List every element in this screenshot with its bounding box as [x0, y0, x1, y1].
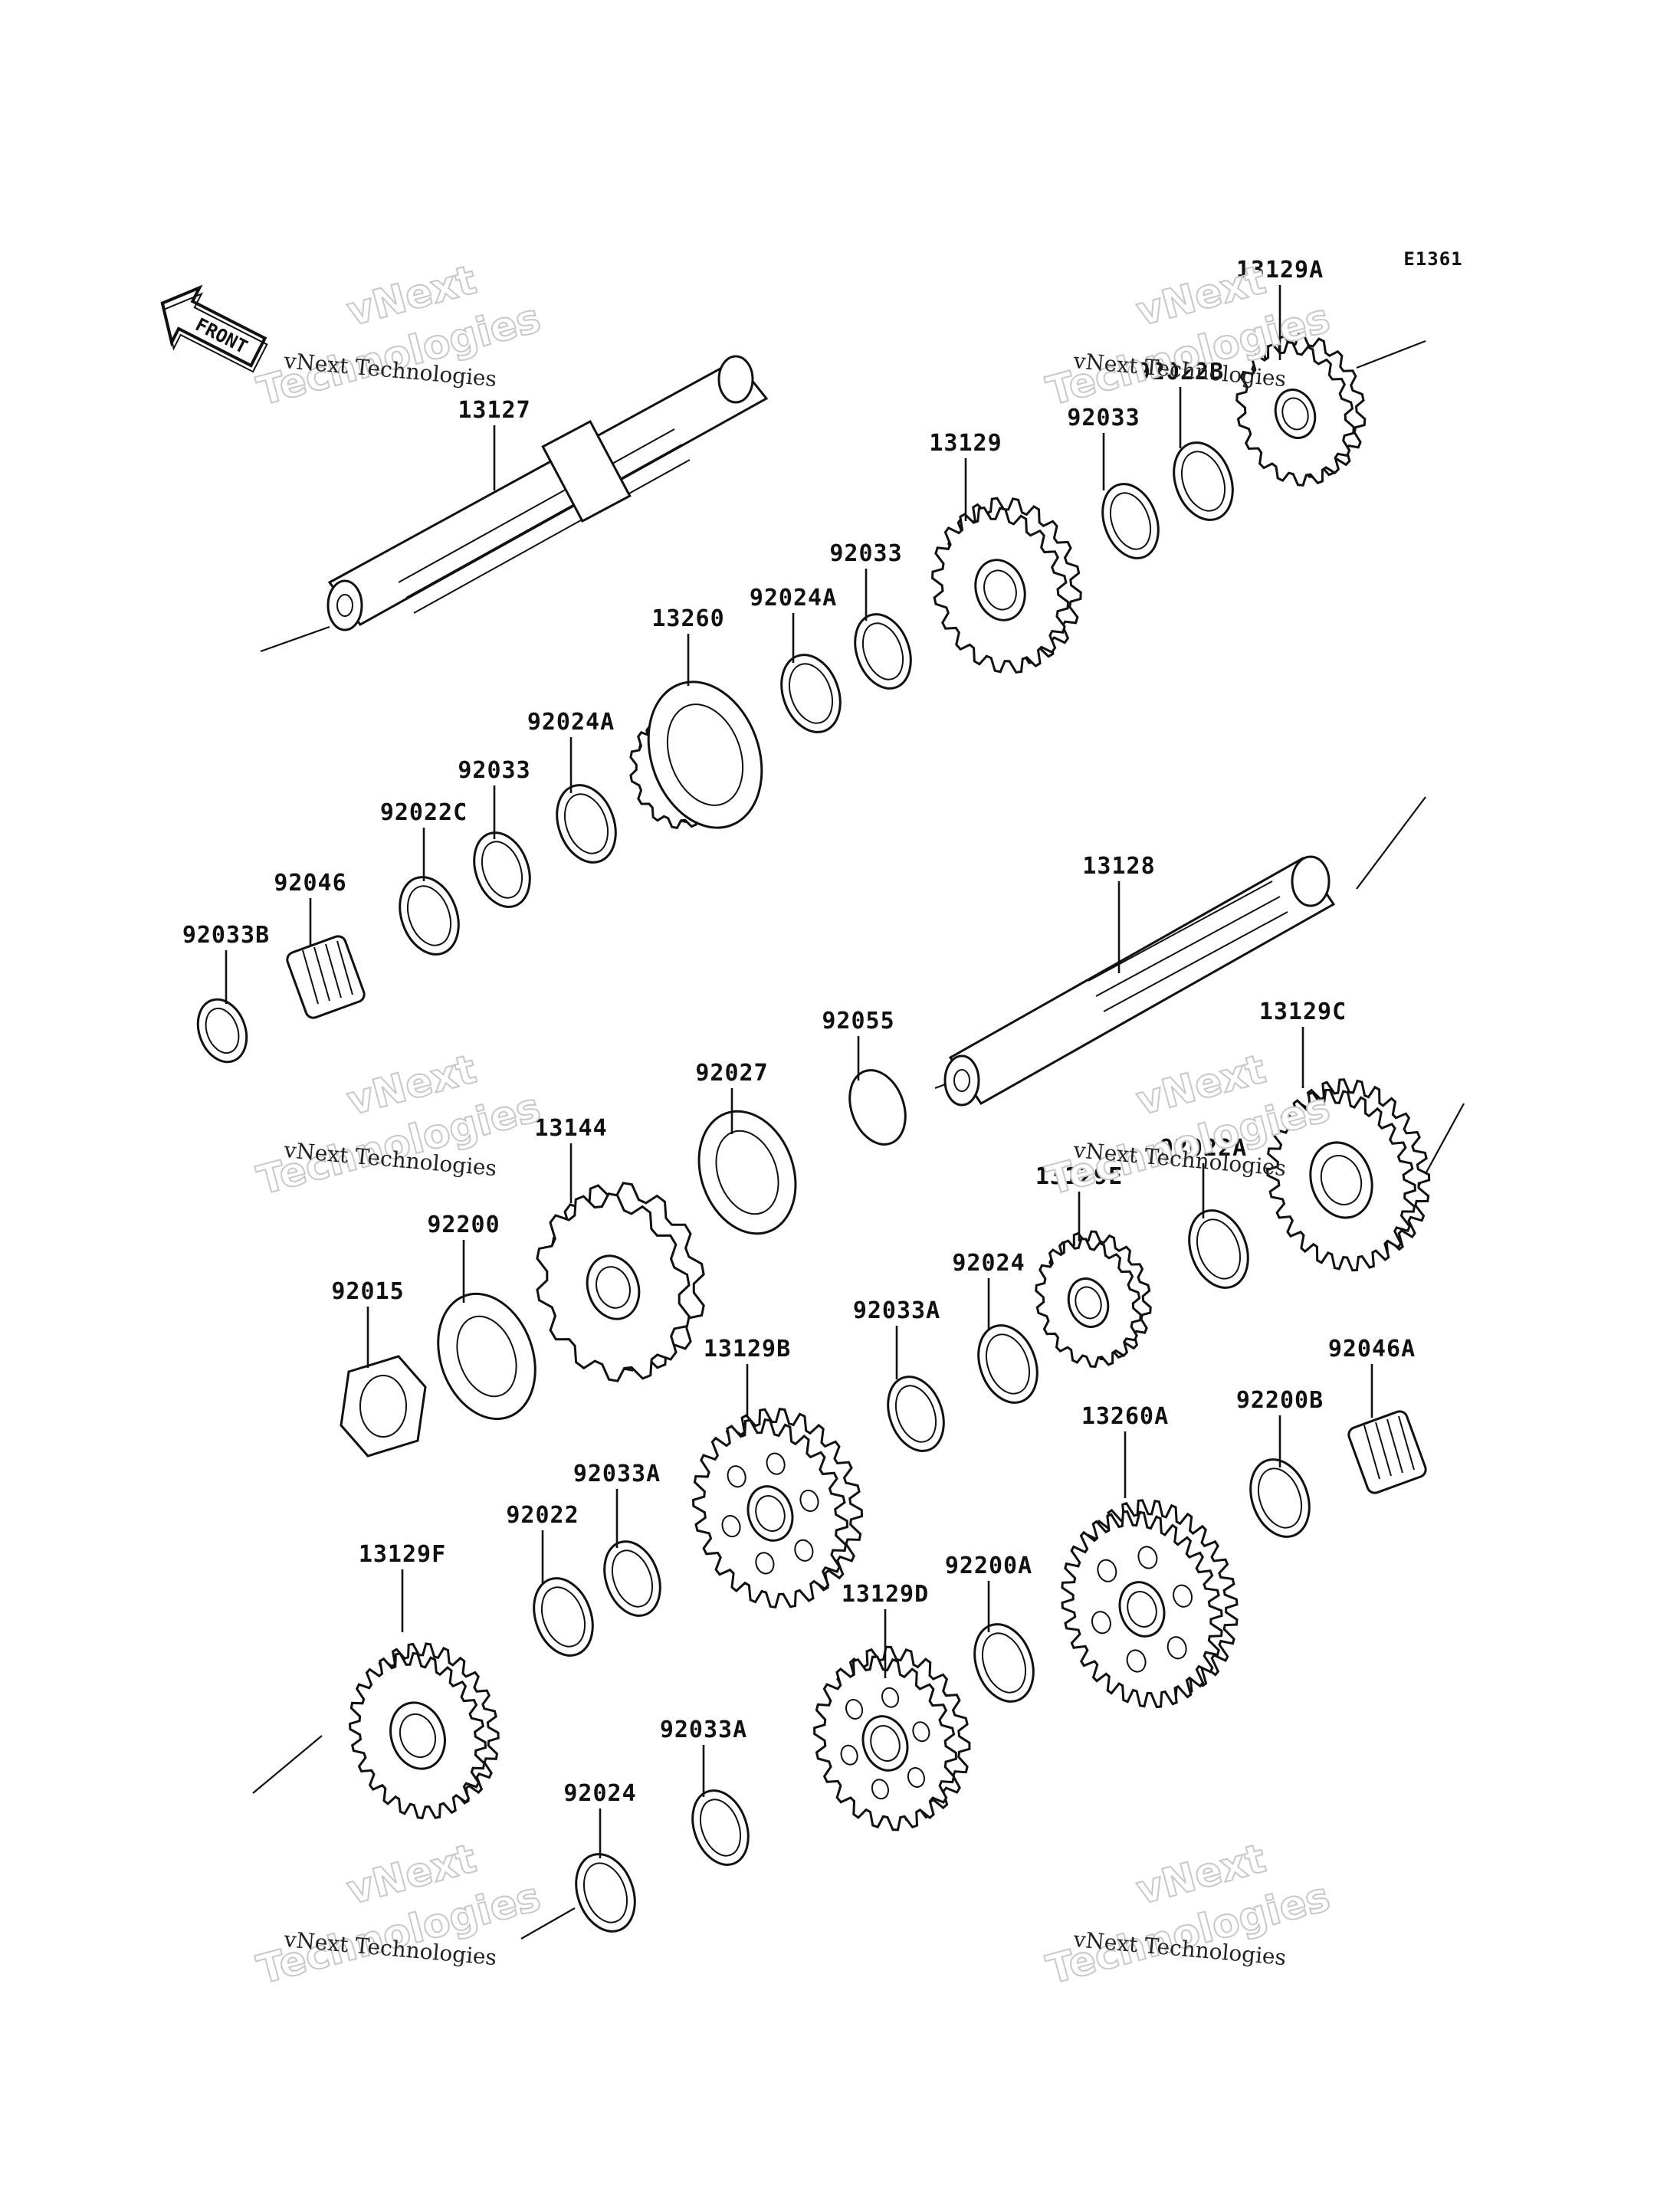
part-label-92022a: 92022A [1160, 1135, 1247, 1162]
gear-13260A [1061, 1499, 1239, 1709]
nut-92015 [340, 1355, 427, 1458]
ring-92033-top [1101, 483, 1160, 559]
part-label-92022c: 92022C [380, 799, 468, 826]
bearing-92046 [286, 935, 366, 1019]
gear-13129D [813, 1645, 971, 1831]
ring-92022B [1173, 441, 1234, 521]
ring-92033A-bottom [691, 1789, 750, 1866]
part-label-92033a: 92033A [573, 1461, 661, 1487]
ring-92033A-lower [603, 1540, 661, 1617]
part-label-92055: 92055 [822, 1008, 894, 1035]
ring-92024A-upper [780, 654, 842, 733]
part-label-92015: 92015 [331, 1278, 404, 1305]
ring-92200A [973, 1623, 1035, 1703]
ring-92033A-mid [887, 1376, 945, 1452]
part-label-13129: 13129 [929, 430, 1002, 457]
part-label-92033: 92033 [829, 540, 902, 567]
gear-13129B [692, 1407, 864, 1608]
part-label-92046: 92046 [274, 870, 346, 897]
ring-92024-mid [977, 1324, 1039, 1404]
ring-92022A [1188, 1209, 1249, 1289]
ring-92024-bottom [575, 1853, 636, 1933]
part-label-13129f: 13129F [359, 1541, 446, 1568]
part-label-13127: 13127 [458, 397, 530, 424]
part-label-13129b: 13129B [704, 1336, 791, 1362]
part-label-13128: 13128 [1082, 853, 1155, 880]
bearing-92046A [1347, 1410, 1427, 1494]
part-label-13129e: 13129E [1035, 1163, 1123, 1190]
ring-92033-mid [854, 613, 912, 690]
ring-92024A-lower [556, 784, 617, 864]
part-label-92022: 92022 [506, 1502, 579, 1529]
part-label-92200b: 92200B [1236, 1387, 1324, 1414]
ring-92033-lower [473, 831, 531, 908]
oring-92055 [848, 1069, 907, 1146]
gear-13144 [536, 1182, 705, 1382]
part-label-92033: 92033 [458, 757, 530, 784]
gear-13129C [1266, 1078, 1431, 1272]
part-label-92200a: 92200A [945, 1553, 1032, 1579]
part-13260 [647, 680, 763, 829]
part-label-92033a: 92033A [660, 1717, 747, 1743]
part-label-92024a: 92024A [750, 585, 837, 612]
part-label-13129c: 13129C [1259, 998, 1347, 1025]
part-label-13260a: 13260A [1081, 1403, 1169, 1430]
gear-13129E [1035, 1230, 1152, 1368]
ring-92200B [1249, 1458, 1311, 1538]
gear-13129F [349, 1642, 500, 1820]
part-label-92033: 92033 [1067, 405, 1140, 431]
part-label-13129a: 13129A [1236, 257, 1324, 284]
part-label-13129d: 13129D [842, 1581, 929, 1608]
part-label-13260: 13260 [651, 605, 724, 632]
ring-92022C [399, 876, 460, 956]
part-label-92033a: 92033A [853, 1297, 940, 1324]
shaft-13127 [326, 355, 769, 631]
part-label-92024: 92024 [952, 1250, 1025, 1277]
gear-13129A [1235, 333, 1367, 487]
ring-92022 [533, 1577, 594, 1657]
part-labels: 13127 13129A 92022B 92033 13129 92033 92024A 13… [182, 257, 1416, 1807]
part-label-92046a: 92046A [1328, 1336, 1416, 1362]
collar-92027 [697, 1110, 797, 1235]
shaft-13128 [943, 855, 1336, 1107]
circlip-92033B [196, 998, 248, 1064]
part-label-92024: 92024 [563, 1780, 636, 1807]
part-label-92024a: 92024A [527, 709, 615, 736]
part-label-92200: 92200 [427, 1212, 500, 1238]
leader-lines [225, 285, 1373, 1858]
part-label-92027: 92027 [695, 1060, 768, 1087]
washer-92200 [437, 1292, 536, 1421]
part-label-13144: 13144 [534, 1115, 607, 1142]
part-label-92033b: 92033B [182, 922, 270, 949]
part-label-92022b: 92022B [1137, 359, 1224, 385]
diagram-id: E1361 [1403, 248, 1462, 270]
gear-13129 [931, 497, 1082, 674]
